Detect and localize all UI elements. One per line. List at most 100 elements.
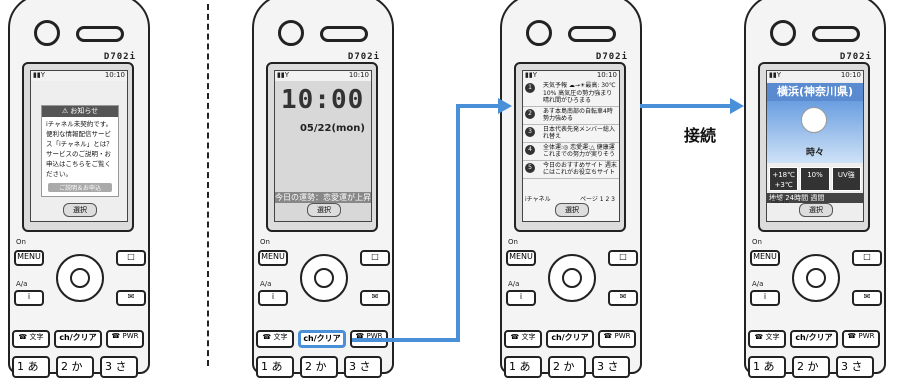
softkey-select[interactable]: 選択: [555, 203, 589, 217]
status-bar: ▮▮Y 10:10: [31, 71, 127, 81]
camera-lens: [34, 20, 60, 46]
hangup-icon: ☎: [603, 332, 613, 340]
dpad-center[interactable]: [806, 268, 826, 288]
earpiece: [812, 26, 860, 42]
clock-display: 10:00: [281, 85, 365, 115]
weather-nav[interactable]: 地域 24時間 週間: [767, 193, 863, 203]
power-key[interactable]: ☎ PWR: [842, 330, 880, 348]
weather-location: 横浜(神奈川県): [767, 83, 863, 101]
ch-clear-key[interactable]: ch/クリア: [790, 330, 838, 348]
hangup-icon: ☎: [355, 332, 365, 340]
mail-key[interactable]: ✉: [608, 290, 638, 306]
aa-label: A/a: [508, 280, 520, 288]
on-label: On: [752, 238, 762, 246]
ch-clear-key[interactable]: ch/クリア: [54, 330, 102, 348]
status-time: 10:10: [596, 71, 617, 79]
imode-key[interactable]: i: [258, 290, 288, 306]
dpad-center[interactable]: [314, 268, 334, 288]
status-time: 10:10: [104, 71, 125, 79]
screen-frame: ▮▮Y 10:10 横浜(神奈川県) 時々 +18℃ +3℃ 10% UV強 地…: [758, 62, 870, 232]
power-key[interactable]: ☎ PWR: [106, 330, 144, 348]
imode-key[interactable]: i: [506, 290, 536, 306]
model-label: D702i: [103, 52, 136, 62]
weather-tiles: +18℃ +3℃ 10% UV強: [769, 167, 861, 191]
weather-label: 時々: [805, 148, 824, 158]
notice-title: ⚠ お知らせ: [42, 106, 118, 117]
dpad[interactable]: [56, 254, 104, 302]
signal-icon: ▮▮Y: [769, 71, 781, 79]
screen-frame: ▮▮Y 10:10 10:00 05/22(mon) 今日の運勢：恋愛運が上昇 …: [266, 62, 378, 232]
screen: ▮▮Y 10:10 ⚠ お知らせ iチャネル未契約です。便利な情報配信サービス「…: [30, 70, 128, 222]
call-icon: ☎: [510, 333, 520, 341]
notice-dialog: ⚠ お知らせ iチャネル未契約です。便利な情報配信サービス「iチャネル」とは？ …: [41, 105, 119, 197]
status-time: 10:10: [840, 71, 861, 79]
phonebook-key[interactable]: □: [360, 250, 390, 266]
model-label: D702i: [839, 52, 872, 62]
ch-clear-key[interactable]: ch/クリア: [546, 330, 594, 348]
imode-key[interactable]: i: [14, 290, 44, 306]
rain-chance-tile: 10%: [800, 167, 830, 191]
menu-key[interactable]: MENU: [750, 250, 780, 266]
arrow-head-2: [730, 98, 744, 114]
earpiece: [320, 26, 368, 42]
softkey-select[interactable]: 選択: [307, 203, 341, 217]
call-key[interactable]: ☎ 文字: [12, 330, 50, 348]
arrow-head-1: [498, 98, 512, 114]
notice-link[interactable]: ご説明＆お申込: [48, 183, 112, 192]
mail-key[interactable]: ✉: [852, 290, 882, 306]
call-icon: ☎: [754, 333, 764, 341]
call-key[interactable]: ☎ 文字: [504, 330, 542, 348]
imode-key[interactable]: i: [750, 290, 780, 306]
softkey-select[interactable]: 選択: [63, 203, 97, 217]
uv-tile: UV強: [831, 167, 861, 191]
menu-key[interactable]: MENU: [258, 250, 288, 266]
call-key[interactable]: ☎ 文字: [748, 330, 786, 348]
dpad[interactable]: [792, 254, 840, 302]
camera-lens: [526, 20, 552, 46]
page-indicator[interactable]: ページ 1 2 3: [579, 196, 615, 203]
earpiece: [76, 26, 124, 42]
menu-label: MENU: [771, 198, 789, 205]
phonebook-key[interactable]: □: [852, 250, 882, 266]
phonebook-key[interactable]: □: [608, 250, 638, 266]
on-label: On: [508, 238, 518, 246]
menu-key[interactable]: MENU: [14, 250, 44, 266]
call-icon: ☎: [18, 333, 28, 341]
on-label: On: [260, 238, 270, 246]
dpad-center[interactable]: [70, 268, 90, 288]
power-key[interactable]: ☎ PWR: [598, 330, 636, 348]
dpad-center[interactable]: [562, 268, 582, 288]
hangup-icon: ☎: [111, 332, 121, 340]
aa-label: A/a: [16, 280, 28, 288]
camera-lens: [278, 20, 304, 46]
menu-key[interactable]: MENU: [506, 250, 536, 266]
signal-icon: ▮▮Y: [277, 71, 289, 79]
phonebook-key[interactable]: □: [116, 250, 146, 266]
dpad[interactable]: [548, 254, 596, 302]
flow-arrows: [352, 98, 744, 342]
on-label: On: [16, 238, 26, 246]
phone-1: D702i ▮▮Y 10:10 ⚠ お知らせ iチャネル未契約です。便利な情報配…: [8, 0, 150, 378]
screen: ▮▮Y 10:10 10:00 05/22(mon) 今日の運勢：恋愛運が上昇 …: [274, 70, 372, 222]
screen: ▮▮Y 10:10 横浜(神奈川県) 時々 +18℃ +3℃ 10% UV強 地…: [766, 70, 864, 222]
dpad[interactable]: [300, 254, 348, 302]
softkey-select[interactable]: 選択: [799, 203, 833, 217]
ch-clear-key-highlighted[interactable]: ch/クリア: [298, 330, 346, 348]
status-time: 10:10: [348, 71, 369, 79]
aa-label: A/a: [752, 280, 764, 288]
call-key[interactable]: ☎ 文字: [256, 330, 294, 348]
earpiece: [568, 26, 616, 42]
mail-key[interactable]: ✉: [360, 290, 390, 306]
mail-key[interactable]: ✉: [116, 290, 146, 306]
status-bar: ▮▮Y 10:10: [767, 71, 863, 81]
camera-lens: [770, 20, 796, 46]
channel-footer: iチャネル: [525, 196, 551, 203]
